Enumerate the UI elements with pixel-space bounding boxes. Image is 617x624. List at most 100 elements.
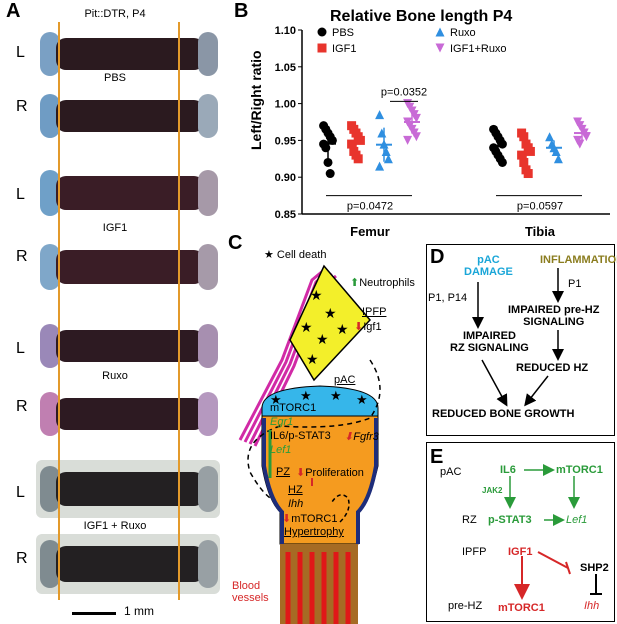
side-label-left: L xyxy=(16,186,25,203)
il6-e-label: IL6 xyxy=(500,464,516,476)
mtorc1-e-b-label: mTORC1 xyxy=(498,602,545,614)
ipfp-region xyxy=(289,264,372,382)
mtorc1-hz-label: ⬇mTORC1 xyxy=(282,513,338,525)
data-point-ruxo xyxy=(377,128,387,138)
data-point-ruxo xyxy=(375,110,385,120)
data-point-igf1 xyxy=(353,154,363,164)
lef1-label: Lef1 xyxy=(270,444,292,456)
data-point-pbs xyxy=(325,169,335,179)
legend-label: IGF1 xyxy=(332,43,356,55)
panel-d-box xyxy=(426,244,615,436)
proliferation-text: Proliferation xyxy=(305,467,364,479)
side-label-right: R xyxy=(16,550,28,567)
mtorc1-hz-text: mTORC1 xyxy=(291,513,338,525)
egr1-label: Egr1 xyxy=(270,416,294,428)
pac-cell-death-stars: ★★★★ xyxy=(270,388,368,407)
pstat3-label: p-STAT3 xyxy=(488,514,532,526)
data-point-igf1 xyxy=(523,169,533,179)
mtorc1-loop-dashed xyxy=(331,494,350,523)
data-point-ruxo xyxy=(379,139,389,149)
svg-text:★: ★ xyxy=(306,351,319,367)
data-point-ruxo xyxy=(381,146,391,156)
prehz-label: pre-HZ xyxy=(448,600,483,612)
y-tick-label: 0.90 xyxy=(275,172,296,184)
lef1-e-label: Lef1 xyxy=(566,514,588,526)
pac-damage-line2: DAMAGE xyxy=(464,266,513,278)
data-point-ruxo xyxy=(553,154,563,164)
data-point-igf1-ruxo xyxy=(403,135,413,145)
mtorc1-e-label: mTORC1 xyxy=(556,464,603,476)
alignment-line-right xyxy=(178,22,180,600)
cell-death-label: Cell death xyxy=(276,249,327,261)
neutrophils-text: Neutrophils xyxy=(359,277,415,289)
legend-marker xyxy=(435,27,445,37)
svg-text:★: ★ xyxy=(324,305,337,321)
fat-pad-cell-death-stars: ★★★ ★★★ xyxy=(300,287,349,367)
svg-text:★: ★ xyxy=(356,392,368,407)
signaling-path-dashed xyxy=(247,359,381,499)
panel-d-arrows xyxy=(472,268,564,407)
legend-marker xyxy=(317,27,327,37)
data-point-ruxo xyxy=(551,146,561,156)
y-tick-label: 0.85 xyxy=(275,209,296,221)
p-value-label: p=0.0597 xyxy=(517,201,563,213)
bone-region xyxy=(280,544,358,624)
group-label-igf1: IGF1 xyxy=(102,222,128,234)
data-point-igf1 xyxy=(519,157,529,167)
data-point-igf1-ruxo xyxy=(411,113,421,123)
bone-image-igf1-right xyxy=(36,238,220,296)
data-point-pbs xyxy=(497,157,507,167)
scale-bar-label: 1 mm xyxy=(124,604,154,618)
bone-image-ruxo-right xyxy=(36,386,220,442)
p-value-label: p=0.0472 xyxy=(347,201,393,213)
p1-label: P1 xyxy=(568,278,582,290)
side-label-left: L xyxy=(16,44,25,61)
growth-plate-diagram: ★★★ ★★★ ★★★★ xyxy=(238,264,381,624)
data-point-igf1 xyxy=(517,150,527,160)
data-point-igf1-ruxo xyxy=(581,132,591,142)
igf1-label: ⬇Igf1 xyxy=(354,321,382,333)
legend-marker xyxy=(317,43,327,53)
legend-label: PBS xyxy=(332,27,354,39)
bone-image-igf1-ruxo-right xyxy=(36,534,220,594)
impaired-rz-line2: RZ SIGNALING xyxy=(450,342,529,354)
ipfp-e-label: IPFP xyxy=(462,546,487,558)
perichondrium-right xyxy=(356,418,378,544)
neutrophils-label: ⬆Neutrophils xyxy=(350,277,415,289)
data-point-pbs xyxy=(497,139,507,149)
data-point-ruxo xyxy=(383,154,393,164)
panel-e-arrows xyxy=(504,464,602,600)
blood-vessels-label: Blood vessels xyxy=(232,580,269,604)
jak2-label: JAK2 xyxy=(482,486,503,495)
data-point-igf1 xyxy=(347,139,357,149)
data-point-igf1 xyxy=(525,146,535,156)
pac-damage-line1: pAC xyxy=(477,254,500,266)
pac-region xyxy=(261,385,379,417)
y-tick-label: 1.00 xyxy=(275,99,296,111)
data-point-igf1 xyxy=(519,132,529,142)
fgfr3-label: ⬇Fgfr3 xyxy=(344,431,379,443)
side-label-right: R xyxy=(16,248,28,265)
cell-death-legend: ★ Cell death xyxy=(264,249,327,261)
y-tick-label: 1.10 xyxy=(275,25,296,37)
bone-image-pbs-right xyxy=(36,88,220,144)
data-point-igf1-ruxo xyxy=(575,139,585,149)
impaired-prehz-line1: IMPAIRED pre-HZ xyxy=(508,304,600,316)
mtorc1-label: mTORC1 xyxy=(270,402,317,414)
reduced-growth-label: REDUCED BONE GROWTH xyxy=(432,408,575,420)
side-label-right: R xyxy=(16,398,28,415)
side-label-left: L xyxy=(16,484,25,501)
panel-b-letter: B xyxy=(234,0,249,22)
group-label-ruxo: Ruxo xyxy=(102,370,128,382)
legend-label: IGF1+Ruxo xyxy=(450,43,507,55)
scale-bar xyxy=(72,612,116,615)
panel-e-letter: E xyxy=(430,446,444,468)
reduced-hz-label: REDUCED HZ xyxy=(516,362,589,374)
svg-text:★: ★ xyxy=(316,331,329,347)
shp2-label: SHP2 xyxy=(580,562,609,574)
impaired-prehz-line2: SIGNALING xyxy=(523,316,585,328)
igf1-e-label: IGF1 xyxy=(508,546,533,558)
data-point-igf1 xyxy=(355,135,365,145)
x-category-label: Femur xyxy=(350,224,390,239)
